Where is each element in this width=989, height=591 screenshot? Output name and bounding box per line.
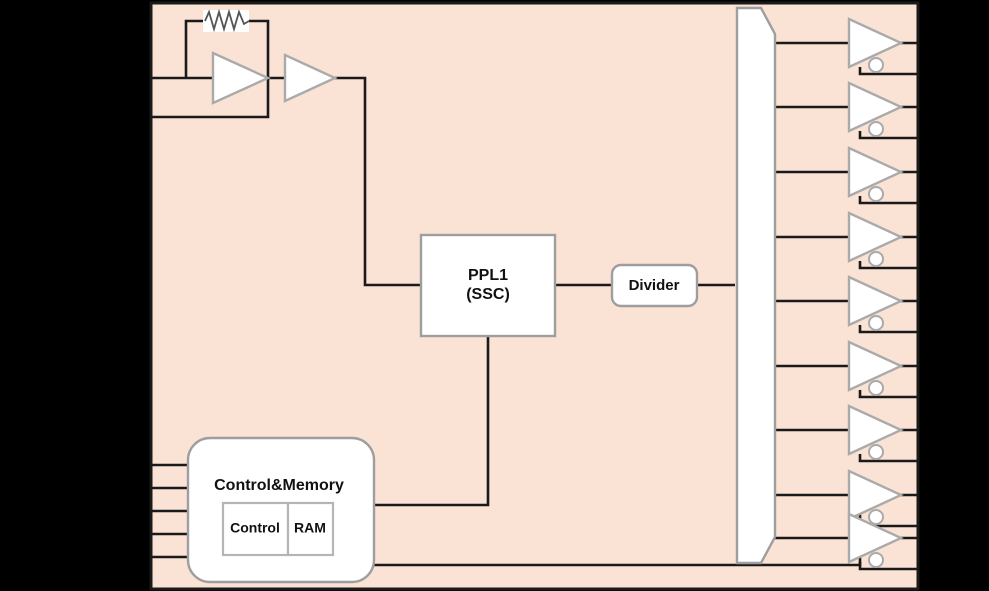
feedback-wire-left (184, 19, 206, 78)
output-buffer-8-triangle (847, 469, 904, 521)
divider-block-body[interactable] (610, 263, 699, 308)
pll-block-body[interactable] (419, 233, 557, 338)
output-buffer-2-invert-bubble-icon (868, 121, 884, 137)
divider-block[interactable]: Divider (610, 263, 699, 308)
pll-to-control-wire (374, 336, 490, 507)
divider-label: Divider (629, 277, 680, 294)
output-buffer-9-invert-bubble-icon (868, 552, 884, 568)
output-buffer-2-triangle (847, 81, 904, 133)
output-buffer-4-invert-bubble-icon (868, 251, 884, 267)
buffer-2-out-comp (858, 131, 918, 140)
output-buffer-7 (847, 404, 904, 460)
output-buffer-5 (847, 275, 904, 331)
buffer-6-out-comp (858, 390, 918, 399)
output-buffer-1 (847, 17, 904, 73)
ram-sub-block[interactable] (286, 501, 335, 557)
osc-amp2-to-pll-wire (335, 76, 421, 287)
output-buffer-5-triangle (847, 275, 904, 327)
output-buffer-6-triangle (847, 340, 904, 392)
output-buffer-4-triangle (847, 211, 904, 263)
output-buffer-1-triangle (847, 17, 904, 69)
output-buffer-9 (847, 512, 904, 568)
feedback-resistor (203, 8, 250, 33)
oscillator-amplifier-1 (211, 51, 271, 105)
resistor-zigzag-icon (204, 8, 250, 33)
output-buffer-7-invert-bubble-icon (868, 444, 884, 460)
output-buffer-5-invert-bubble-icon (868, 315, 884, 331)
buffer-5-out-comp (858, 325, 918, 334)
ram-sub-label: RAM (294, 520, 326, 536)
fan-out-bus (735, 6, 777, 565)
buffer-4-out-comp (858, 261, 918, 270)
output-buffer-3-triangle (847, 146, 904, 198)
feedback-wire-right (246, 19, 270, 78)
output-buffer-4 (847, 211, 904, 267)
buffer-9-out-comp (858, 562, 918, 571)
output-buffer-2 (847, 81, 904, 137)
output-buffer-8 (847, 469, 904, 525)
pll-label-line1: PPL1 (468, 267, 508, 284)
output-buffer-6 (847, 340, 904, 396)
buffer-7-out-comp (858, 454, 918, 463)
buffer-3-out-comp (858, 196, 918, 205)
xout-pin-wire (151, 78, 270, 119)
control-sub-label: Control (230, 520, 280, 536)
output-buffer-3-invert-bubble-icon (868, 186, 884, 202)
control-sub-block[interactable] (221, 501, 290, 557)
pll-block[interactable]: PPL1 (SSC) (419, 233, 557, 338)
oscillator-amplifier-2 (283, 53, 338, 103)
output-buffer-9-triangle (847, 512, 904, 564)
control-memory-block[interactable]: Control&Memory Control RAM (186, 436, 376, 584)
output-buffer-6-invert-bubble-icon (868, 380, 884, 396)
output-buffer-8-invert-bubble-icon (868, 509, 884, 525)
buffer-1-out-comp (858, 67, 918, 76)
pll-label-line2: (SSC) (466, 286, 510, 303)
output-buffer-7-triangle (847, 404, 904, 456)
output-buffer-1-invert-bubble-icon (868, 57, 884, 73)
output-buffer-3 (847, 146, 904, 202)
control-memory-label: Control&Memory (214, 477, 344, 494)
